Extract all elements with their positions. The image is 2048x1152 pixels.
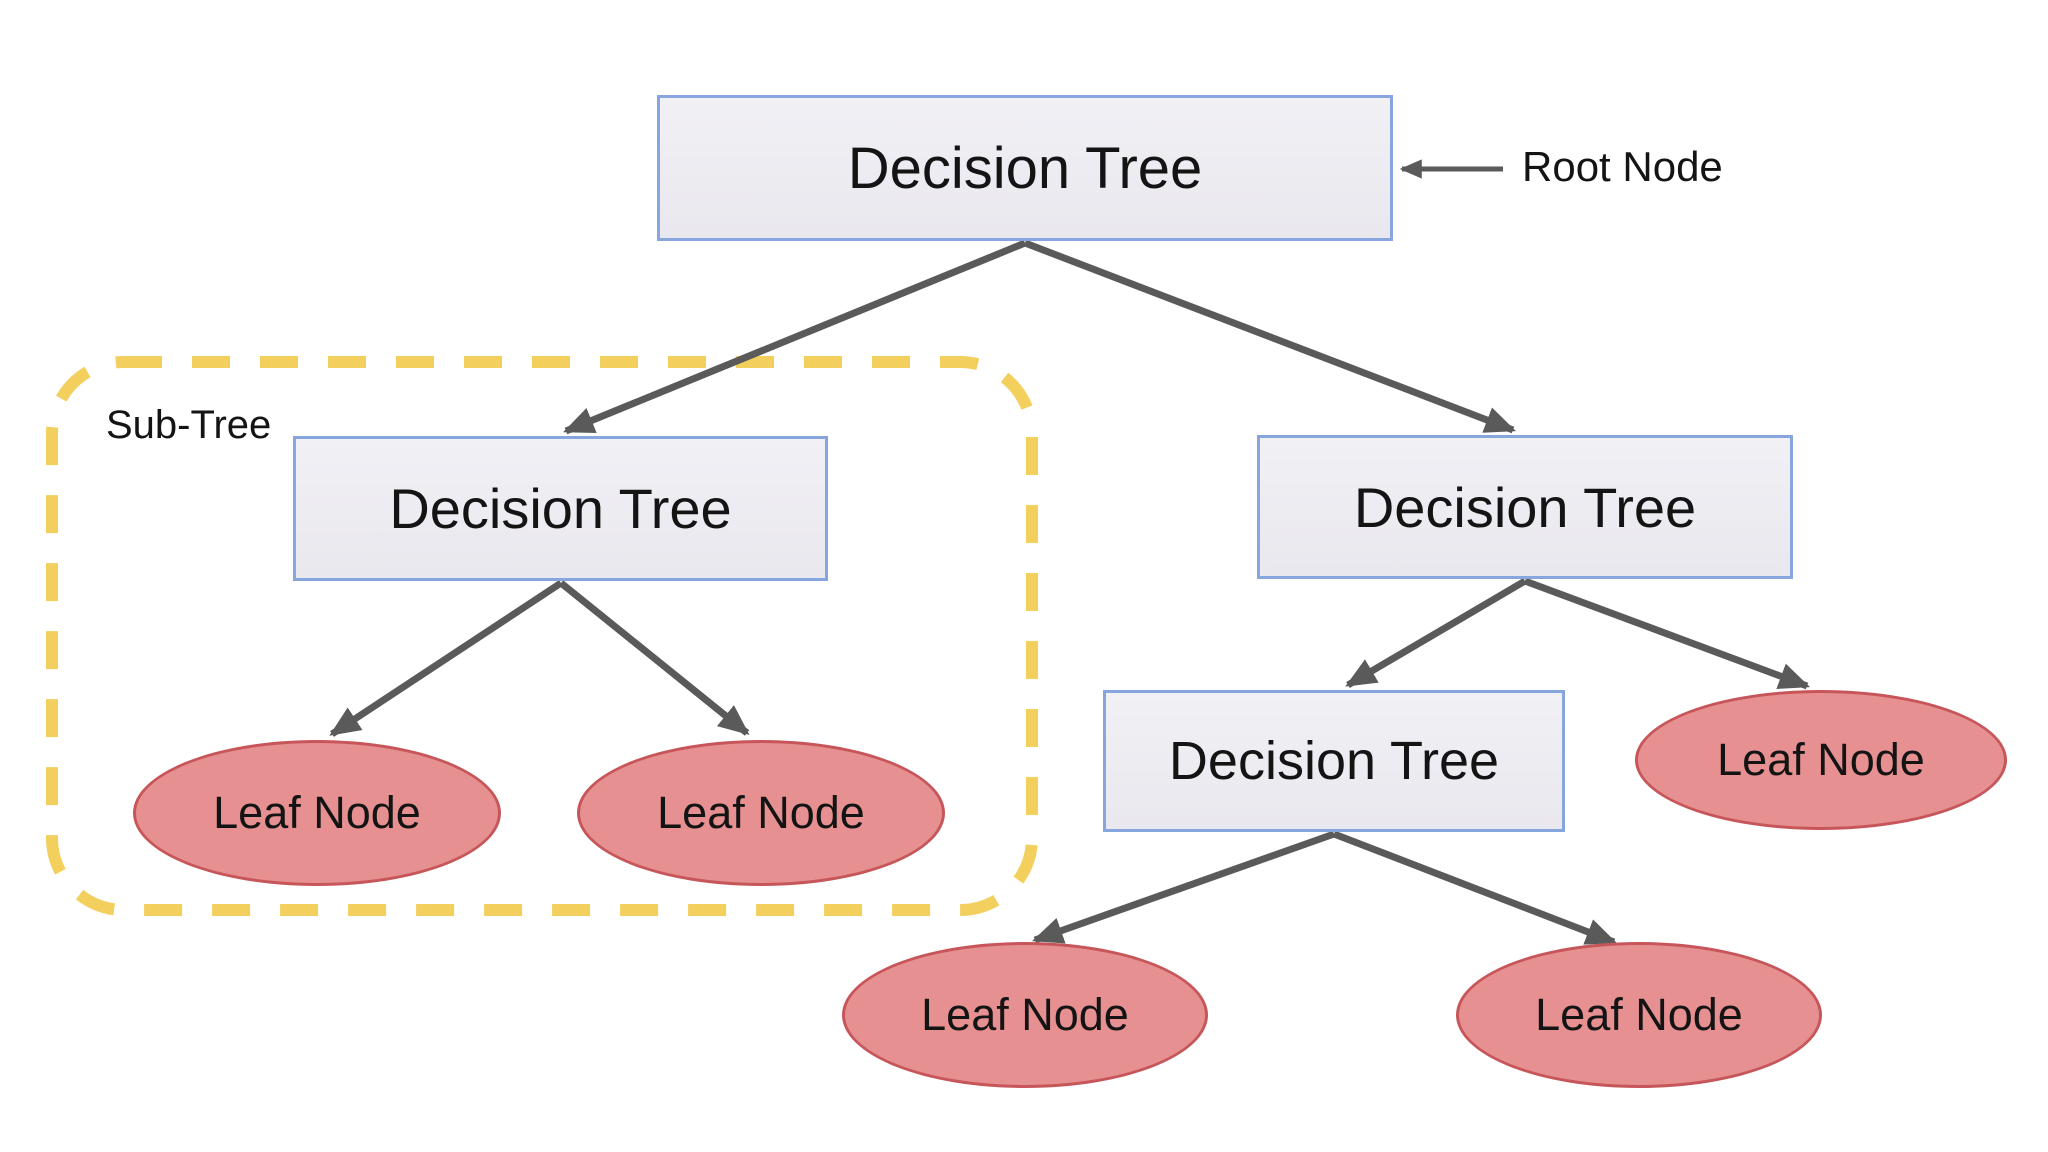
node-decision-tree-right: Decision Tree bbox=[1257, 435, 1793, 579]
node-label: Leaf Node bbox=[1717, 734, 1925, 785]
node-decision-tree-middle: Decision Tree bbox=[1103, 690, 1565, 832]
root-node-annotation-label: Root Node bbox=[1522, 143, 1723, 190]
edge-right-to-leaf bbox=[1523, 577, 1811, 690]
edge-mid-to-leaf1 bbox=[1031, 830, 1336, 944]
node-leaf-bottom-2: Leaf Node bbox=[1456, 942, 1822, 1088]
node-label: Decision Tree bbox=[847, 135, 1203, 201]
node-label: Decision Tree bbox=[389, 477, 732, 540]
node-leaf-bottom-1: Leaf Node bbox=[842, 942, 1208, 1088]
node-decision-tree-left: Decision Tree bbox=[293, 436, 828, 581]
node-label: Decision Tree bbox=[1168, 731, 1500, 791]
edge-root-to-left bbox=[563, 239, 1027, 435]
node-label: Leaf Node bbox=[657, 787, 865, 838]
edge-left-to-leaf2 bbox=[558, 580, 750, 736]
node-leaf-right: Leaf Node bbox=[1635, 690, 2007, 830]
edge-right-to-mid bbox=[1345, 577, 1527, 689]
node-decision-tree-root: Decision Tree bbox=[657, 95, 1393, 241]
edge-left-to-leaf1 bbox=[329, 580, 563, 737]
node-label: Leaf Node bbox=[1535, 989, 1743, 1040]
subtree-label: Sub-Tree bbox=[106, 403, 272, 447]
edge-mid-to-leaf2 bbox=[1332, 830, 1618, 946]
node-label: Leaf Node bbox=[921, 989, 1129, 1040]
subtree-boundary bbox=[46, 356, 1038, 916]
node-label: Leaf Node bbox=[213, 787, 421, 838]
node-leaf-left-2: Leaf Node bbox=[577, 740, 945, 886]
node-label: Decision Tree bbox=[1353, 475, 1697, 539]
node-leaf-left-1: Leaf Node bbox=[133, 740, 501, 886]
edge-root-to-right bbox=[1023, 239, 1517, 434]
